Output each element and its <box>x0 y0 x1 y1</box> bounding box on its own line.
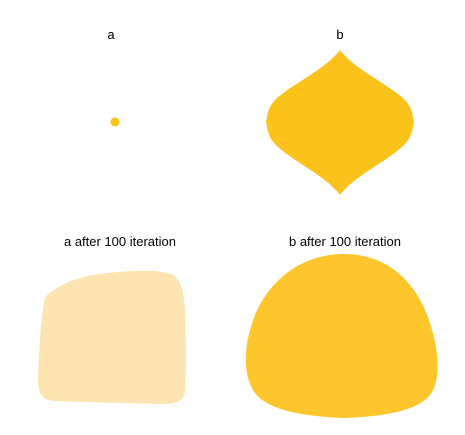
shape-b-after-dome <box>245 254 438 418</box>
panel-b-label: b <box>336 27 344 42</box>
panel-a-label: a <box>107 27 115 42</box>
shape-b-diamond <box>266 50 414 195</box>
shape-a-dot <box>110 117 120 127</box>
shape-a-after-blob <box>38 270 186 404</box>
panel-a-after-label: a after 100 iteration <box>63 234 177 249</box>
panel-b-after-label: b after 100 iteration <box>288 234 402 249</box>
